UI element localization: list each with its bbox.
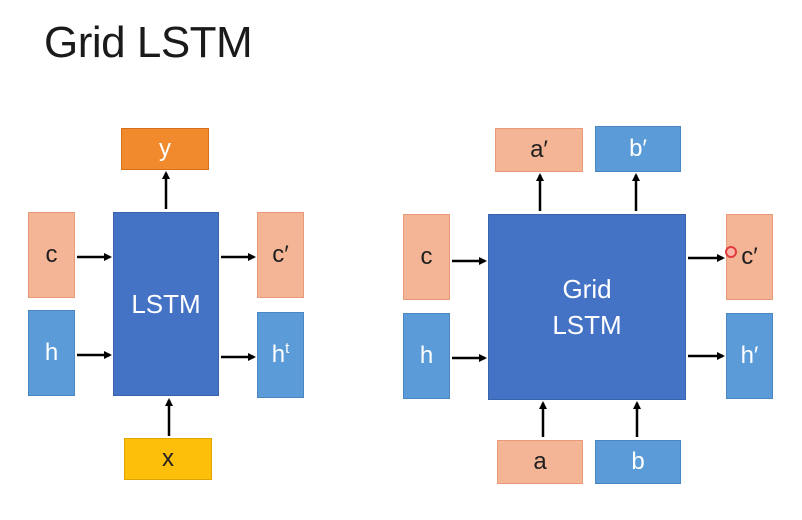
output-h-base: h: [271, 341, 286, 368]
lstm-core-label: LSTM: [131, 289, 201, 319]
output-y-box: y: [121, 128, 209, 170]
input-b-label: b: [631, 448, 645, 475]
grid-lstm-core-box: Grid LSTM: [488, 214, 686, 400]
grid-input-c-label: c: [420, 243, 433, 270]
output-b-prime-box: b′: [595, 126, 681, 172]
grid-output-c-prime-label: c′: [741, 243, 758, 270]
input-x-label: x: [162, 445, 174, 472]
output-y-label: y: [159, 135, 171, 162]
output-h-superscript: t: [285, 340, 290, 357]
output-h-t-box: ht: [257, 312, 304, 398]
input-a-box: a: [497, 440, 583, 484]
grid-lstm-core-line2: LSTM: [552, 310, 622, 340]
grid-output-h-prime-box: h′: [726, 313, 773, 399]
lstm-core-box: LSTM: [113, 212, 219, 396]
output-c-prime-box: c′: [257, 212, 304, 298]
input-a-label: a: [533, 448, 547, 475]
output-a-prime-label: a′: [530, 136, 548, 163]
grid-input-h-box: h: [403, 313, 450, 399]
grid-output-h-prime-label: h′: [740, 342, 759, 369]
output-b-prime-label: b′: [629, 135, 647, 162]
grid-input-c-box: c: [403, 214, 450, 300]
input-h-box: h: [28, 310, 75, 396]
output-a-prime-box: a′: [495, 128, 583, 172]
input-b-box: b: [595, 440, 681, 484]
grid-input-h-label: h: [419, 342, 434, 369]
output-h-t-label: ht: [272, 341, 290, 369]
pointer-dot: [725, 246, 737, 258]
grid-lstm-core-line1: Grid: [562, 274, 612, 304]
input-h-label: h: [44, 339, 59, 366]
output-c-prime-label: c′: [272, 241, 289, 268]
input-c-label: c: [45, 241, 58, 268]
page-title: Grid LSTM: [44, 18, 253, 67]
input-c-box: c: [28, 212, 75, 298]
input-x-box: x: [124, 438, 212, 480]
